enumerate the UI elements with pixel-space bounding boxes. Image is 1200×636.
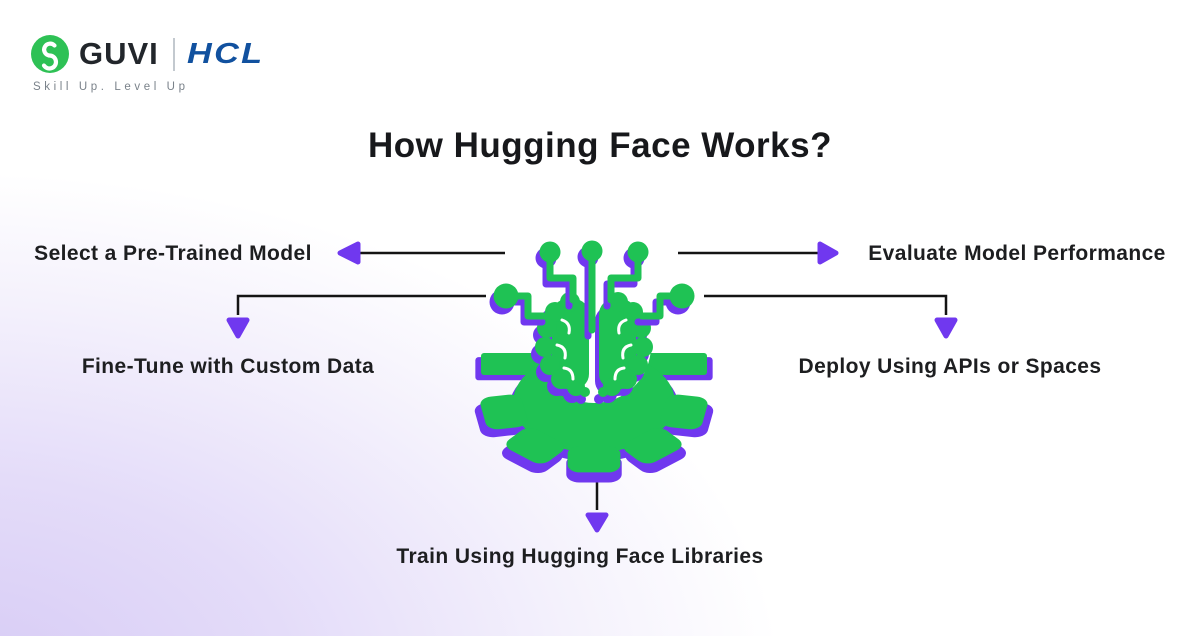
circuit-traces [506, 251, 682, 330]
connector-deploy [704, 294, 948, 315]
brand-tagline: Skill Up. Level Up [33, 81, 189, 93]
step-label-fine-tune-custom-data: Fine-Tune with Custom Data [81, 355, 375, 378]
arrowheads [226, 241, 958, 533]
page-title: How Hugging Face Works? [368, 126, 832, 165]
guvi-g-icon [31, 35, 69, 73]
arrowhead-down-bottom-icon [585, 512, 609, 533]
logo-divider [172, 37, 175, 71]
connector-lines [236, 251, 948, 510]
brain-gear-icon [473, 251, 716, 483]
arrowhead-left-icon [337, 241, 361, 265]
step-label-train-hugging-face-libraries: Train Using Hugging Face Libraries [396, 545, 764, 568]
step-label-select-pretrained-model: Select a Pre-Trained Model [34, 242, 312, 265]
brand-logo: GUVI HCL Skill Up. Level Up [30, 34, 262, 93]
step-label-deploy-apis-spaces: Deploy Using APIs or Spaces [798, 355, 1102, 378]
arrowhead-down-left-icon [226, 317, 250, 339]
step-label-evaluate-model-performance: Evaluate Model Performance [868, 242, 1166, 265]
connector-fine-tune [236, 294, 486, 315]
logo-row: GUVI HCL [30, 34, 262, 74]
arrowhead-down-right-icon [934, 317, 958, 339]
arrowhead-right-icon [817, 241, 839, 265]
hcl-wordmark: HCL [186, 37, 265, 70]
guvi-wordmark: GUVI [79, 36, 159, 71]
